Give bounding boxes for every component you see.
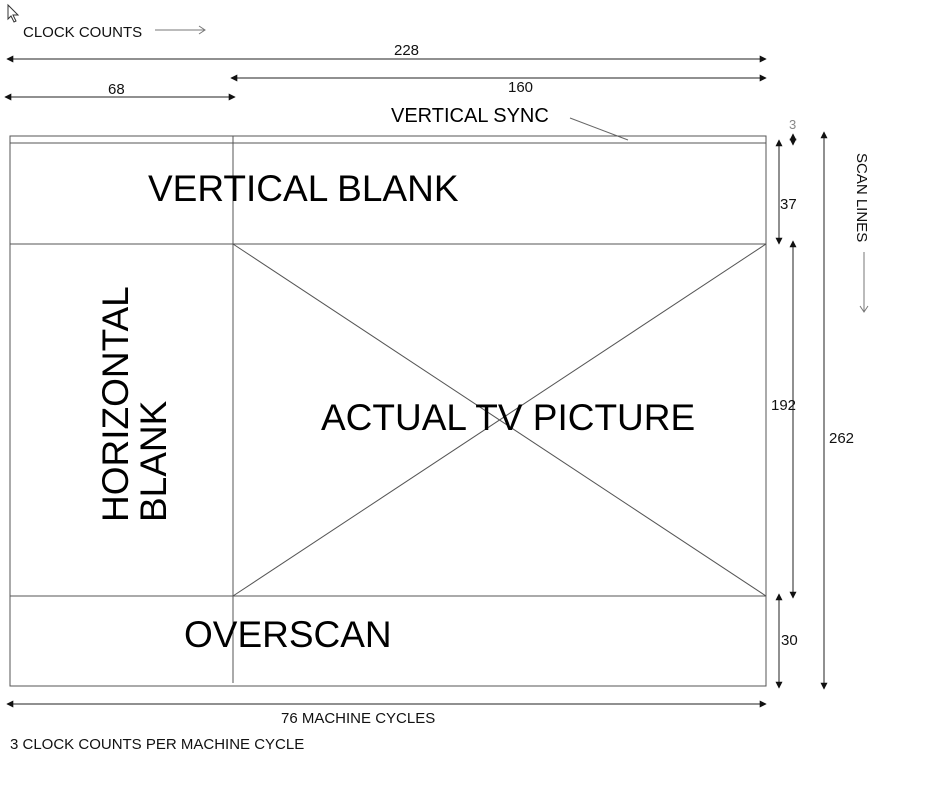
- dim-68-label: 68: [108, 81, 125, 98]
- actual-tv-picture-label: ACTUAL TV PICTURE: [321, 397, 695, 438]
- dim-192-label: 192: [771, 397, 796, 414]
- dim-262-label: 262: [829, 430, 854, 447]
- horizontal-label: HORIZONTAL: [95, 286, 136, 522]
- clock-counts-arrowhead: [198, 25, 206, 35]
- scan-lines-label: SCAN LINES: [853, 153, 870, 242]
- vertical-blank-label: VERTICAL BLANK: [148, 168, 459, 209]
- dim-30-label: 30: [781, 632, 798, 649]
- vertical-sync-arrow: [569, 117, 629, 141]
- mouse-cursor-icon: [7, 3, 20, 23]
- frame-outline: [9, 135, 767, 687]
- dim-228-label: 228: [394, 42, 419, 59]
- blank-label: BLANK: [133, 400, 174, 522]
- dim-160-label: 160: [508, 79, 533, 96]
- clock-per-cycle-note: 3 CLOCK COUNTS PER MACHINE CYCLE: [10, 736, 304, 753]
- scan-lines-arrowhead: [859, 305, 869, 313]
- picture-cross-2: [232, 243, 767, 597]
- vertical-sync-label: VERTICAL SYNC: [391, 105, 549, 127]
- dim-37-label: 37: [780, 196, 797, 213]
- machine-cycles-label: 76 MACHINE CYCLES: [281, 710, 435, 727]
- clock-counts-label: CLOCK COUNTS: [23, 24, 142, 41]
- dim-3-label: 3: [789, 117, 796, 132]
- overscan-label: OVERSCAN: [184, 614, 392, 655]
